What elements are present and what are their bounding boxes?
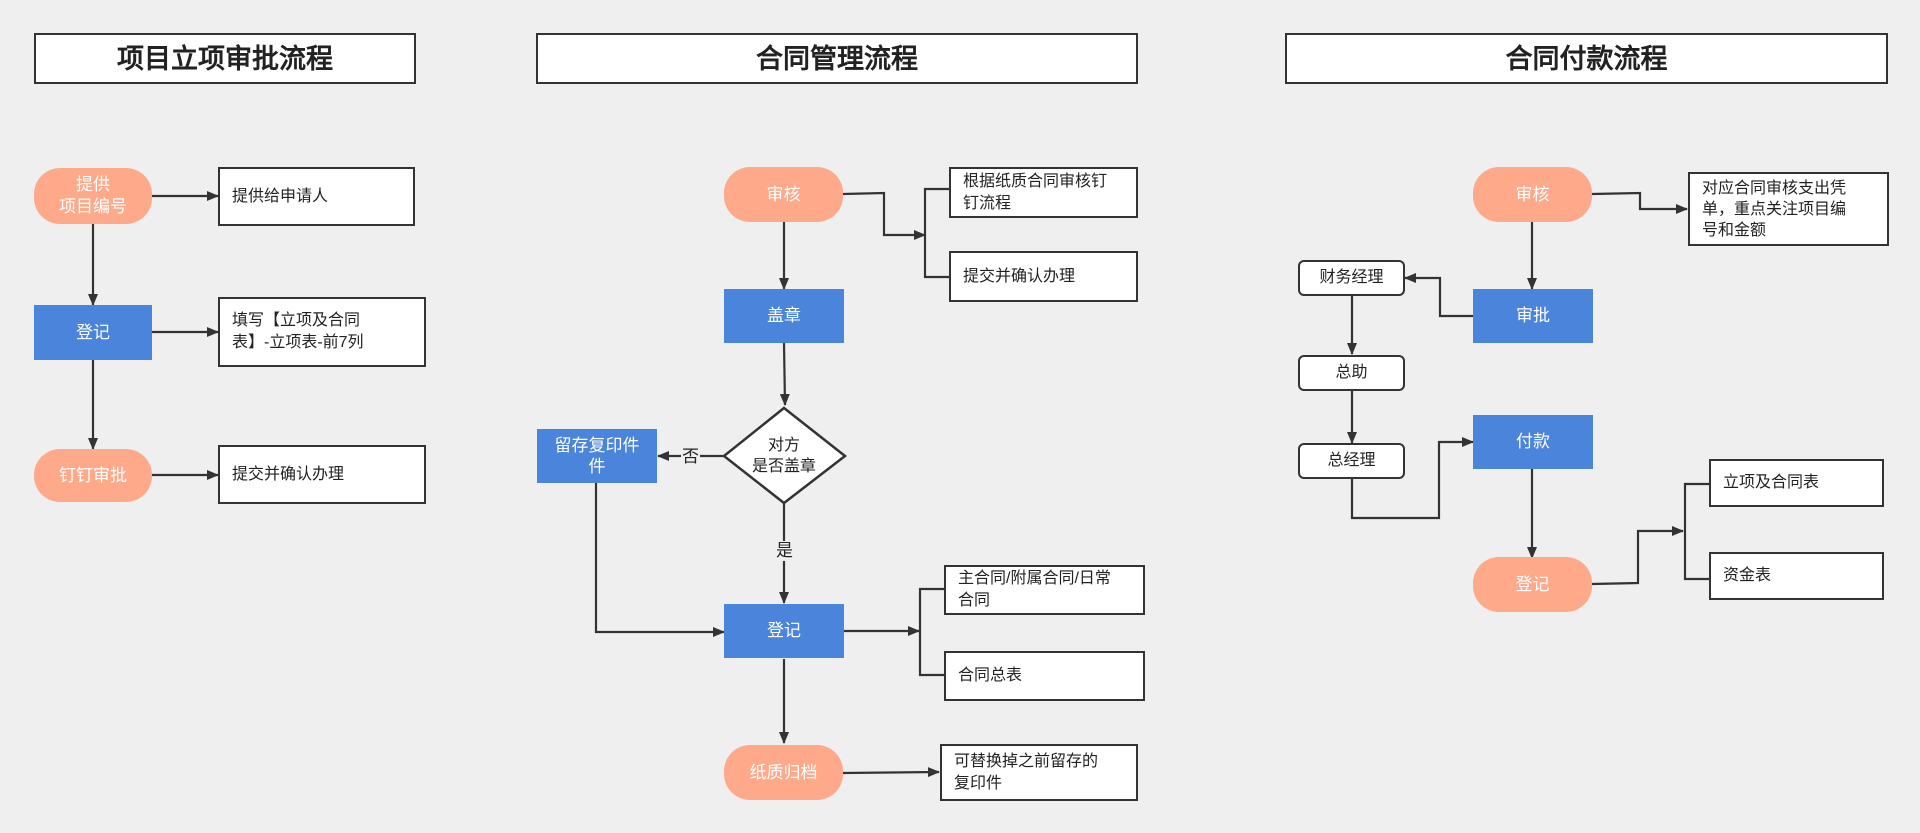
pay-node: 付款 xyxy=(1473,415,1593,469)
title-project-approval: 项目立项审批流程 xyxy=(34,33,416,84)
review-submit-note: 提交并确认办理 xyxy=(949,251,1138,302)
title-contract-management: 合同管理流程 xyxy=(536,33,1138,84)
fund-table-note: 资金表 xyxy=(1709,552,1884,600)
project-contract-table-note: 立项及合同表 xyxy=(1709,459,1884,507)
contract-summary-note: 合同总表 xyxy=(944,651,1145,701)
review-dingtalk-note: 根据纸质合同审核钉 钉流程 xyxy=(949,167,1138,218)
decision-text: 对方 是否盖章 xyxy=(751,437,816,475)
contract-types-note: 主合同/附属合同/日常 合同 xyxy=(944,565,1145,615)
contract-register-node: 登记 xyxy=(724,604,844,658)
payment-register-node: 登记 xyxy=(1473,557,1592,612)
provide-to-applicant-note: 提供给申请人 xyxy=(218,167,415,226)
archive-replace-note: 可替换掉之前留存的 复印件 xyxy=(940,744,1138,801)
finance-manager-node: 财务经理 xyxy=(1298,260,1405,296)
title-contract-payment: 合同付款流程 xyxy=(1285,33,1888,84)
payment-review-node: 审核 xyxy=(1473,167,1592,222)
edge-label-no: 否 xyxy=(681,447,700,467)
general-manager-node: 总经理 xyxy=(1298,443,1405,479)
dingtalk-approval-node: 钉钉审批 xyxy=(34,449,152,502)
submit-confirm-note: 提交并确认办理 xyxy=(218,445,426,504)
paper-archive-node: 纸质归档 xyxy=(724,745,843,800)
keep-copy-node: 留存复印件 件 xyxy=(537,429,657,483)
payment-approval-node: 审批 xyxy=(1473,289,1593,343)
register-node: 登记 xyxy=(34,305,152,360)
provide-project-id-node: 提供 项目编号 xyxy=(34,168,152,224)
contract-review-node: 审核 xyxy=(724,167,843,222)
register-instructions-note: 填写【立项及合同 表】-立项表-前7列 xyxy=(218,297,426,367)
assistant-gm-node: 总助 xyxy=(1298,355,1405,391)
stamp-node: 盖章 xyxy=(724,289,844,343)
voucher-review-note: 对应合同审核支出凭 单，重点关注项目编 号和金额 xyxy=(1688,172,1889,246)
decision-diamond xyxy=(721,406,848,505)
edge-label-yes: 是 xyxy=(775,541,794,561)
